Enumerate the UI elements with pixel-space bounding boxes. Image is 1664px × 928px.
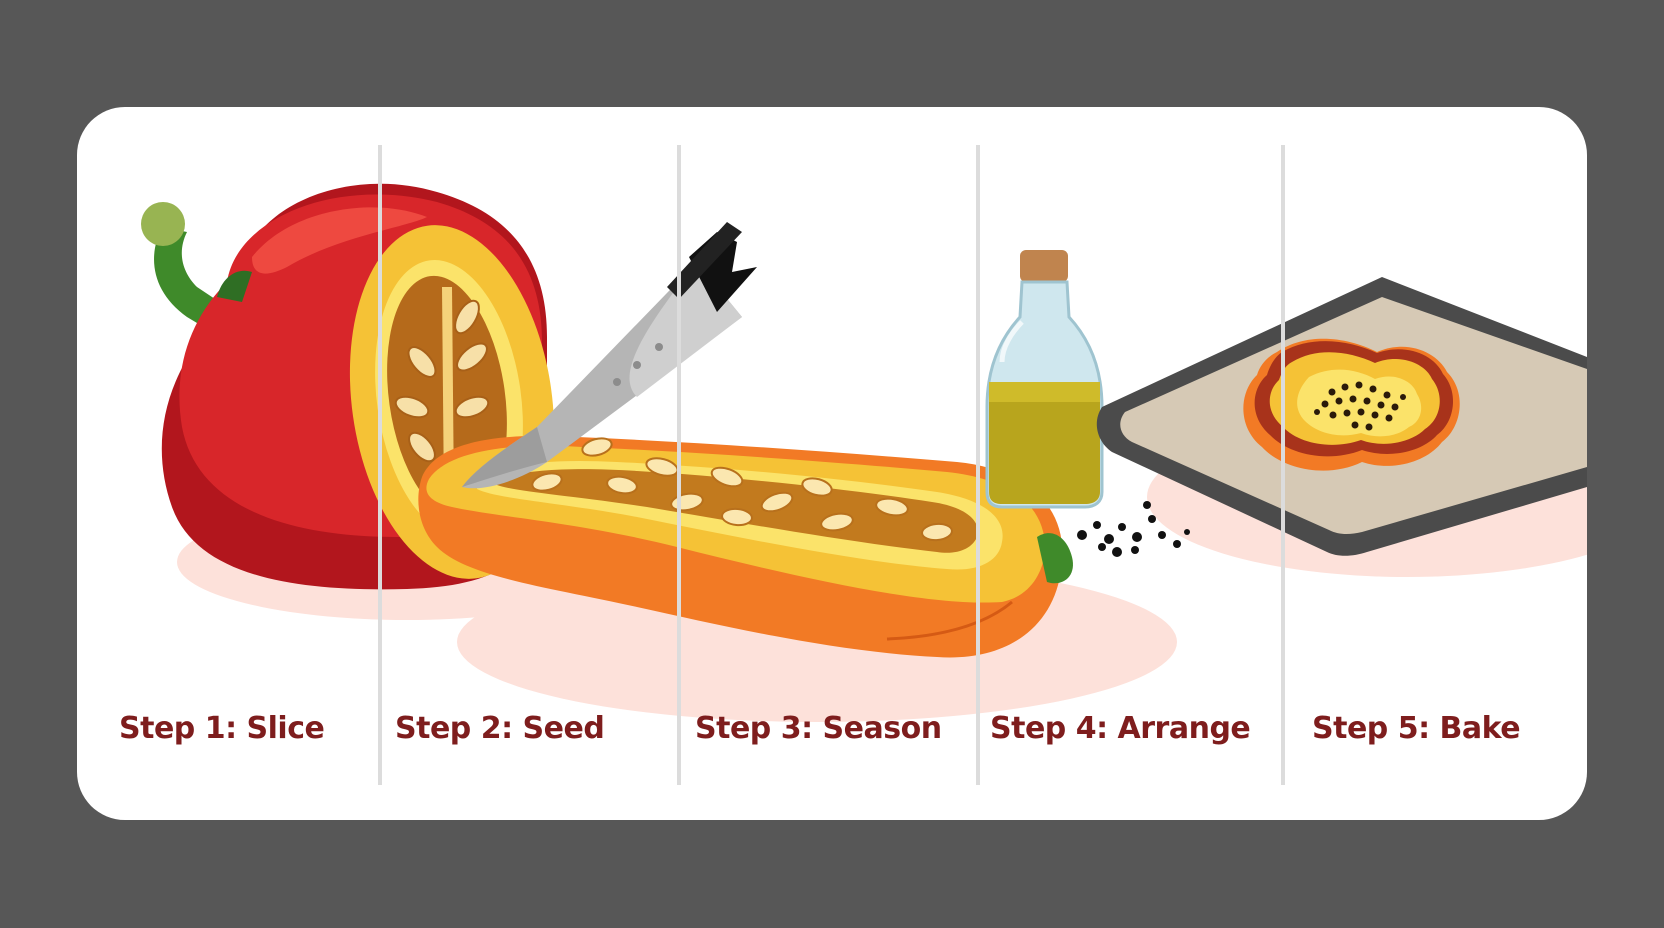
step-label-arrange: Step 4: Arrange [990, 711, 1251, 746]
step-label-slice: Step 1: Slice [119, 711, 325, 746]
step-divider-4 [1281, 145, 1285, 785]
recipe-steps-card: Step 1: Slice Step 2: Seed Step 3: Seaso… [77, 107, 1587, 820]
recipe-illustration [141, 183, 1587, 722]
baking-tray-icon [1096, 277, 1587, 556]
red-pepper-icon [141, 183, 555, 590]
step-divider-1 [378, 145, 382, 785]
pepper-flakes-icon [1077, 501, 1190, 557]
step-label-season: Step 3: Season [695, 711, 942, 746]
step-label-seed: Step 2: Seed [395, 711, 605, 746]
oil-bottle-icon [985, 250, 1104, 509]
step-divider-3 [976, 145, 980, 785]
step-divider-2 [677, 145, 681, 785]
step-label-bake: Step 5: Bake [1312, 711, 1521, 746]
squash-icon [418, 435, 1073, 658]
knife-icon [462, 222, 757, 489]
